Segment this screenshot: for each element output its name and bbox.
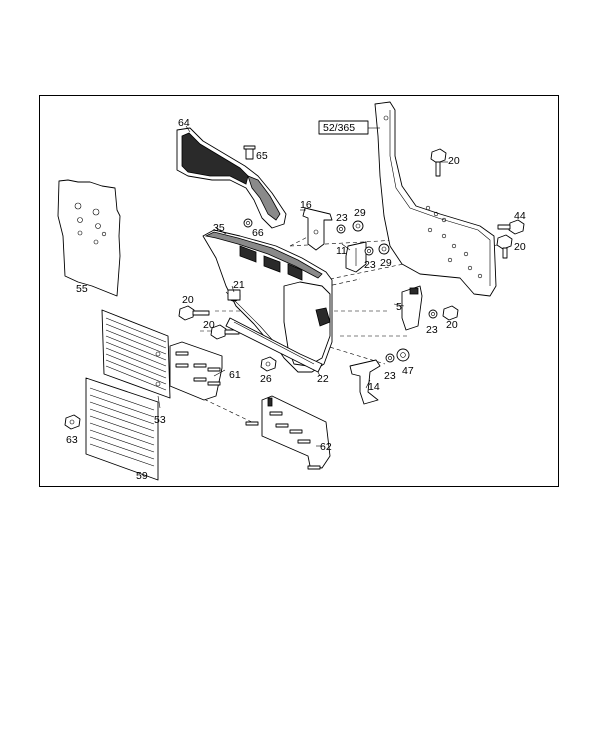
nut-26 (260, 356, 277, 372)
callout-53: 53 (154, 414, 166, 426)
nut-63 (64, 414, 81, 430)
part-16-bracket (302, 207, 333, 251)
bolt-44 (497, 219, 525, 235)
washers-23-47 (385, 348, 410, 363)
part-62-bracket (245, 395, 331, 470)
callout-64: 64 (178, 117, 190, 129)
part-64-cover (176, 127, 287, 229)
part-65-screw (243, 145, 256, 160)
nut-23-bolt-20-lower-right (428, 305, 459, 321)
part-59-grille (85, 377, 159, 481)
callout-20-top: 20 (448, 155, 460, 167)
part-52-365-bracket (374, 101, 497, 297)
callout-11: 11 (336, 245, 347, 257)
callout-65: 65 (256, 150, 268, 162)
callout-59: 59 (136, 470, 148, 482)
washers-23-29-lower (364, 243, 390, 256)
callout-47: 47 (402, 365, 414, 377)
callout-29-middle: 29 (380, 257, 392, 269)
callout-22: 22 (317, 373, 329, 385)
reference-box-label: 52/365 (323, 122, 355, 134)
callout-61: 61 (229, 369, 241, 381)
callout-23-bottom: 23 (384, 370, 396, 382)
callout-labels: 52/365 64 65 66 55 35 16 23 29 11 23 29 … (66, 117, 526, 482)
callout-20-mid: 20 (203, 319, 215, 331)
callout-21: 21 (233, 279, 245, 291)
callout-62: 62 (320, 441, 332, 453)
reference-box-outline (318, 120, 369, 135)
callout-23-lower: 23 (426, 324, 438, 336)
callout-55: 55 (76, 283, 88, 295)
spacer-21 (227, 289, 241, 302)
bolt-20-right (496, 234, 513, 259)
callout-20-lower: 20 (446, 319, 458, 331)
leader-lines (157, 125, 448, 447)
washers-23-29-upper (336, 220, 364, 234)
exploded-parts-diagram: 52/365 64 65 66 55 35 16 23 29 11 23 29 … (57, 101, 526, 482)
callout-26: 26 (260, 373, 272, 385)
callout-23-upper: 23 (336, 212, 348, 224)
callout-16: 16 (300, 199, 312, 211)
part-14-bracket (349, 359, 381, 405)
bolt-20-left (178, 305, 210, 321)
part-53-grille (101, 309, 171, 399)
part-55-plate (57, 179, 121, 297)
diagram-frame: 52/365 64 65 66 55 35 16 23 29 11 23 29 … (39, 95, 559, 487)
bolt-20-mid (210, 324, 240, 340)
part-66-nut (243, 218, 253, 228)
part-11-bracket (345, 241, 367, 273)
callout-35: 35 (213, 222, 225, 234)
part-61-stud-plate (169, 341, 223, 401)
callout-44: 44 (514, 210, 526, 222)
callout-63: 63 (66, 434, 78, 446)
callout-14: 14 (368, 381, 380, 393)
callout-20-left: 20 (182, 294, 194, 306)
bolt-20-top (430, 148, 447, 177)
callout-23-middle: 23 (364, 259, 376, 271)
callout-5: 5 (396, 301, 402, 313)
callout-20-right: 20 (514, 241, 526, 253)
part-5-bracket (401, 285, 423, 331)
callout-29-upper: 29 (354, 207, 366, 219)
part-35-fender (202, 229, 333, 373)
callout-66: 66 (252, 227, 264, 239)
